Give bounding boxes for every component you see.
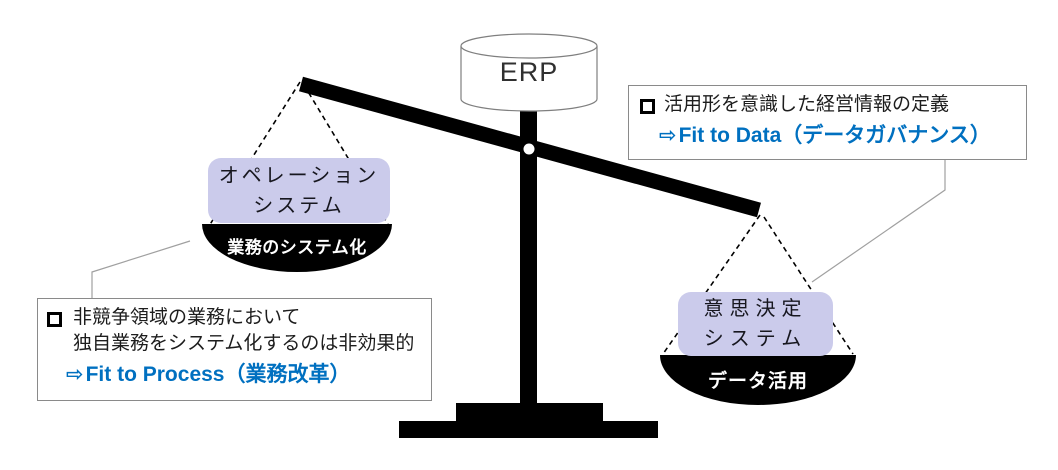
right-arrow-icon: ⇨ [66,363,84,386]
right-callout-highlight-text: Fit to Data（データガバナンス） [678,124,991,147]
right-pan-hanger-dash-left [662,214,761,355]
left-callout-line2: 独自業務をシステム化するのは非効果的 [73,333,415,354]
left-callout-connector-line [91,240,191,298]
scale-base-upper [456,403,603,422]
right-bowl-label: データ活用 [707,371,808,392]
left-callout-line1: 非競争領域の業務において [73,307,301,328]
erp-label: ERP [499,57,559,87]
left-bowl-label: 業務のシステム化 [227,238,367,257]
right-pan-label-line2: システム [703,328,808,350]
right-pan-label-line1: 意思決定 [703,298,808,320]
hollow-square-bullet-icon [640,99,655,114]
left-pan-label-box: オペレーション システム [208,158,390,223]
right-callout-box: 活用形を意識した経営情報の定義 ⇨Fit to Data（データガバナンス） [628,85,1027,160]
right-pan-bowl [660,355,856,405]
hollow-square-bullet-icon [47,312,62,327]
erp-cylinder-top [460,33,598,59]
scale-base-lower [399,421,658,438]
right-callout-connector-line [811,160,946,283]
pivot-dot [523,143,535,155]
left-pan-label-line1: オペレーション [218,165,380,187]
left-callout-highlight-text: Fit to Process（業務改革） [85,363,351,386]
left-pan-hanger-dash-left [208,81,301,227]
scale-post [520,104,537,424]
erp-cylinder-body [460,46,598,112]
left-pan-bowl [202,224,392,272]
right-pan-hanger-dash-right [763,216,854,355]
right-pan-label-box: 意思決定 システム [678,292,833,356]
left-callout-highlight: ⇨Fit to Process（業務改革） [66,358,350,388]
right-callout-line1: 活用形を意識した経営情報の定義 [664,94,950,115]
right-callout-highlight: ⇨Fit to Data（データガバナンス） [659,119,991,149]
left-callout-box: 非競争領域の業務において 独自業務をシステム化するのは非効果的 ⇨Fit to … [37,298,432,401]
right-arrow-icon: ⇨ [659,124,677,147]
left-pan-label-line2: システム [253,195,345,217]
